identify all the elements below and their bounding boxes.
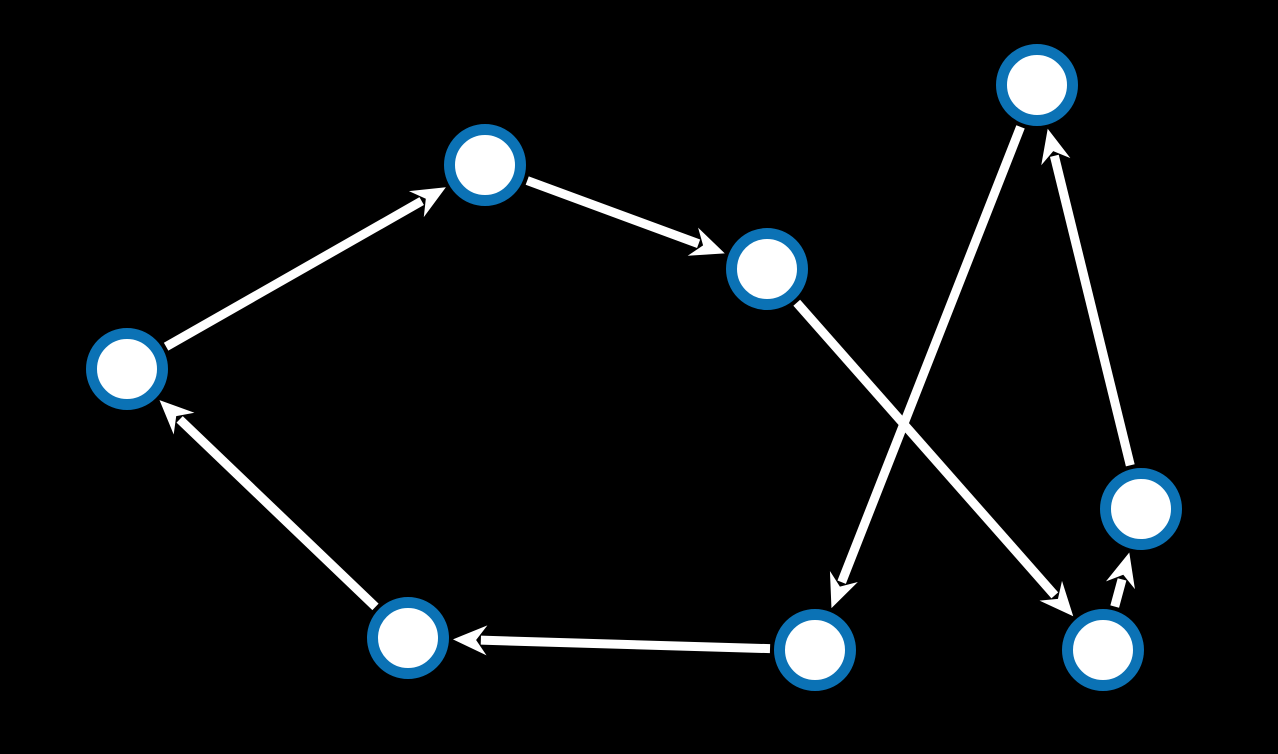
node-circle bbox=[1062, 609, 1144, 691]
edge-shaft bbox=[837, 125, 1025, 584]
graph-node[interactable] bbox=[996, 44, 1078, 126]
edge-arrowhead bbox=[452, 625, 488, 656]
edge-shaft bbox=[1110, 578, 1127, 608]
edge-shaft bbox=[1049, 154, 1135, 467]
edge-shaft bbox=[480, 635, 771, 654]
graph-edge[interactable] bbox=[793, 299, 1074, 617]
graph-edge[interactable] bbox=[829, 125, 1025, 609]
edge-shaft bbox=[525, 176, 701, 249]
graph-edge[interactable] bbox=[1041, 128, 1135, 467]
edge-arrowhead bbox=[829, 570, 858, 609]
node-layer bbox=[86, 44, 1182, 691]
graph-edge[interactable] bbox=[159, 400, 379, 611]
edge-shaft bbox=[176, 416, 379, 611]
graph-node[interactable] bbox=[86, 328, 168, 410]
graph-node[interactable] bbox=[774, 609, 856, 691]
edge-arrowhead bbox=[1039, 580, 1074, 617]
graph-node[interactable] bbox=[1100, 468, 1182, 550]
edge-layer bbox=[159, 125, 1135, 656]
graph-edge[interactable] bbox=[525, 176, 725, 256]
graph-node[interactable] bbox=[726, 228, 808, 310]
edge-shaft bbox=[793, 299, 1059, 599]
node-circle bbox=[774, 609, 856, 691]
node-circle bbox=[367, 597, 449, 679]
edge-arrowhead bbox=[408, 187, 446, 218]
graph-edge[interactable] bbox=[452, 625, 771, 656]
edge-arrowhead bbox=[159, 400, 195, 435]
node-circle bbox=[1100, 468, 1182, 550]
node-circle bbox=[444, 124, 526, 206]
graph-node[interactable] bbox=[444, 124, 526, 206]
node-circle bbox=[726, 228, 808, 310]
node-circle bbox=[86, 328, 168, 410]
graph-edge[interactable] bbox=[163, 187, 446, 351]
edge-arrowhead bbox=[1105, 552, 1135, 590]
graph-node[interactable] bbox=[1062, 609, 1144, 691]
graph-node[interactable] bbox=[367, 597, 449, 679]
graph-edge[interactable] bbox=[1105, 552, 1135, 608]
edge-arrowhead bbox=[1041, 128, 1071, 166]
node-circle bbox=[996, 44, 1078, 126]
edge-arrowhead bbox=[687, 227, 725, 256]
edge-shaft bbox=[163, 197, 424, 351]
